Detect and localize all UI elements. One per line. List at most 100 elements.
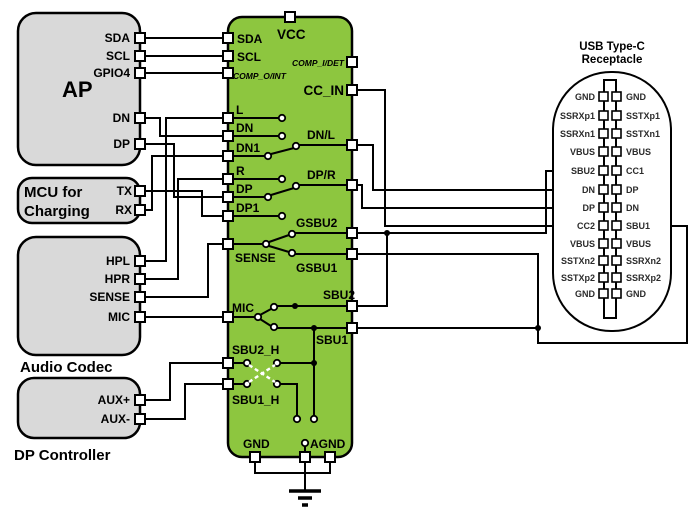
- receptacle-pin-label: SBU2: [571, 166, 595, 176]
- ap-pin-label: DN: [113, 111, 130, 125]
- pin-square: [346, 139, 358, 151]
- receptacle-pin-label: DP: [626, 185, 639, 195]
- mcu-pin-label: TX: [117, 184, 132, 198]
- pin-square: [222, 130, 234, 142]
- ic-block: SDA SCL COMP_O/INT L DN DN1 R DP DP1 SEN…: [222, 11, 358, 463]
- pin-square: [598, 288, 609, 299]
- ic-pin-label: DN: [236, 121, 253, 135]
- receptacle-pin-label: VBUS: [626, 147, 651, 157]
- receptacle-pin-label: VBUS: [626, 239, 651, 249]
- ap-block-body: [16, 11, 142, 167]
- receptacle-pin-label: CC1: [626, 166, 644, 176]
- receptacle-pin-label: GND: [575, 92, 596, 102]
- ap-block: AP SDA SCL GPIO4 DN DP: [16, 11, 146, 167]
- pin-square: [611, 110, 622, 121]
- pin-square: [611, 238, 622, 249]
- pin-square: [134, 291, 146, 303]
- pin-square: [611, 220, 622, 231]
- ap-pin-label: GPIO4: [93, 66, 130, 80]
- wire-auxp: [140, 362, 228, 401]
- ic-pin-label: L: [236, 103, 243, 117]
- ic-pin-label: SBU2_H: [232, 343, 279, 357]
- contact-circle: [269, 302, 279, 312]
- wire-auxm: [140, 383, 228, 420]
- contact-circle: [300, 438, 310, 448]
- receptacle-pin-label: DN: [626, 203, 639, 213]
- pin-square: [134, 112, 146, 124]
- pin-square: [611, 184, 622, 195]
- ic-pin-label: GSBU1: [296, 261, 338, 275]
- ap-pin-label: SCL: [106, 49, 130, 63]
- switch-arm-gsbu1: [268, 245, 290, 253]
- junction-dot: [384, 230, 390, 236]
- ic-pin-label: MIC: [232, 301, 254, 315]
- contact-circle: [309, 414, 319, 424]
- audio-pin-label: MIC: [108, 310, 130, 324]
- ic-agnd-label: AGND: [310, 437, 346, 451]
- pin-square: [598, 128, 609, 139]
- ic-gnd-label: GND: [243, 437, 270, 451]
- pin-square: [222, 357, 234, 369]
- ap-pin-label: SDA: [105, 31, 131, 45]
- pin-square: [598, 110, 609, 121]
- ic-pin-label: GSBU2: [296, 216, 338, 230]
- wire-ccin-cc2: [352, 89, 604, 227]
- cross-dash: [248, 363, 276, 384]
- junction-dot: [535, 325, 541, 331]
- pin-square: [134, 204, 146, 216]
- junction-dot: [292, 303, 298, 309]
- wire-sense: [140, 243, 228, 298]
- pin-square: [222, 112, 234, 124]
- pin-square: [598, 184, 609, 195]
- ic-pin-label: DP/R: [307, 168, 336, 182]
- mcu-block-body: [16, 176, 142, 225]
- receptacle-pin-label: SSRXn2: [626, 256, 661, 266]
- receptacle-pin-label: GND: [575, 289, 596, 299]
- wire-ap-dp: [140, 143, 228, 198]
- receptacle-pin-label: CC2: [577, 221, 595, 231]
- audio-pin-label: HPL: [106, 254, 130, 268]
- contact-circle: [277, 113, 287, 123]
- ic-pins: [222, 11, 358, 463]
- pin-square: [346, 248, 358, 260]
- receptacle-title: USB Type-C: [579, 41, 645, 53]
- contact-circle: [263, 151, 273, 161]
- receptacle-pin-label: SBU1: [626, 221, 650, 231]
- contact-circle: [277, 174, 287, 184]
- pin-square: [222, 173, 234, 185]
- ic-internal-wiring: [228, 113, 352, 457]
- receptacle-pin-label: DP: [582, 203, 595, 213]
- dp-controller-block: AUX+ AUX- DP Controller: [14, 376, 146, 464]
- contact-circle: [292, 414, 302, 424]
- ic-pin-label: SCL: [237, 50, 261, 64]
- pin-square: [134, 138, 146, 150]
- pin-square: [611, 128, 622, 139]
- contact-circle: [242, 379, 252, 389]
- pin-square: [249, 451, 261, 463]
- pin-square: [284, 11, 296, 23]
- contact-circle: [277, 131, 287, 141]
- contact-circle: [242, 358, 252, 368]
- pin-square: [299, 451, 311, 463]
- pin-square: [324, 451, 336, 463]
- audio-pin-label: HPR: [105, 272, 131, 286]
- contact-circle: [277, 211, 287, 221]
- wire-dnl-dn: [352, 144, 604, 191]
- pin-square: [222, 378, 234, 390]
- pin-square: [346, 84, 358, 96]
- ic-pin-label: COMP_O/INT: [233, 71, 287, 81]
- receptacle-left-labels: GND SSRXp1 SSRXn1 VBUS SBU2 DN DP CC2 VB…: [560, 92, 596, 299]
- pin-square: [598, 146, 609, 157]
- receptacle-pin-label: SSTXp2: [561, 273, 595, 283]
- receptacle-right-pins: [611, 91, 622, 299]
- pin-square: [598, 255, 609, 266]
- pin-square: [598, 165, 609, 176]
- mcu-title: Charging: [24, 203, 90, 220]
- ic-pin-label: CC_IN: [303, 83, 344, 98]
- ic-pin-label: SENSE: [235, 251, 276, 265]
- stub-sbu1h-right: [280, 383, 298, 416]
- wire-hpr: [140, 178, 228, 280]
- wire-hpl: [140, 117, 228, 262]
